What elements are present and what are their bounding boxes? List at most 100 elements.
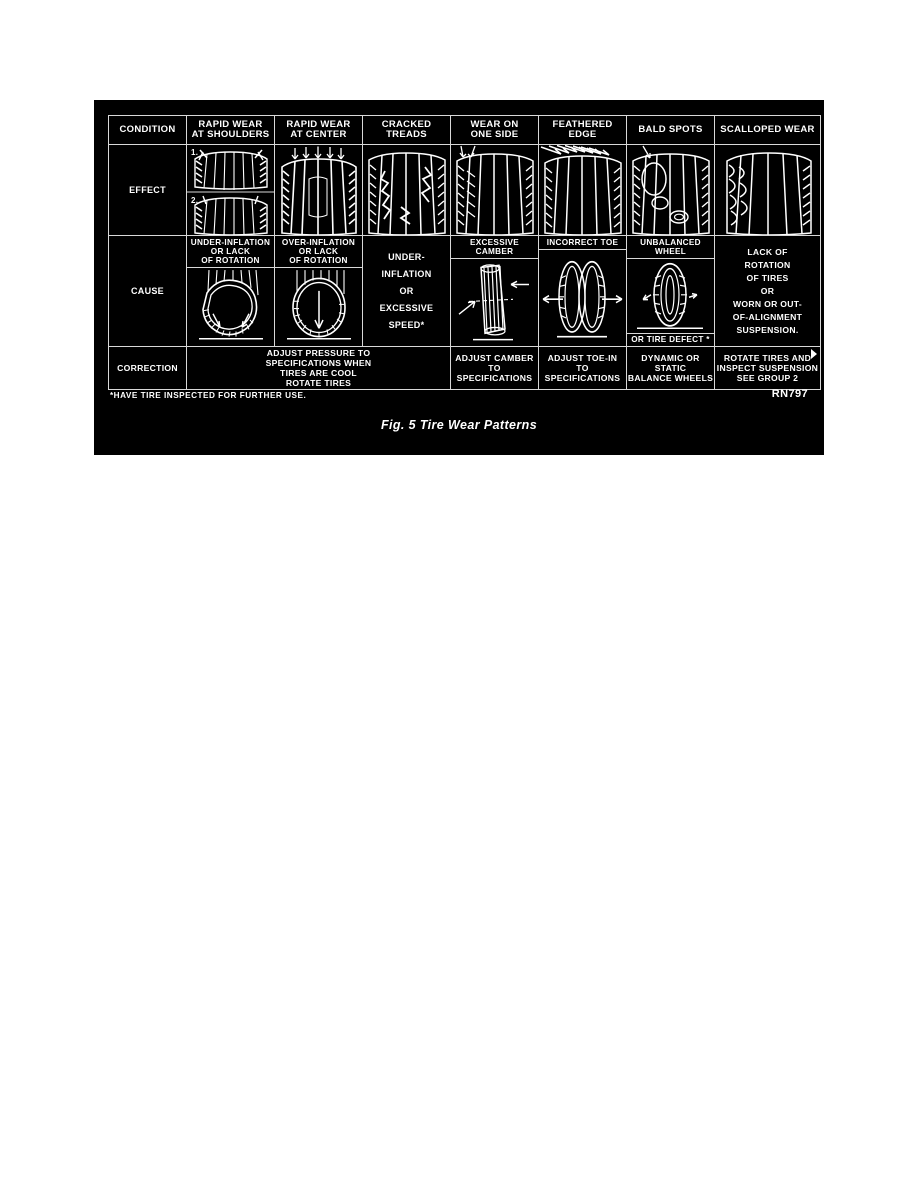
correction-line: TO [488, 363, 501, 373]
cause-cell-bald-spots: UNBALANCED WHEEL [626, 235, 715, 347]
header-line: ONE SIDE [470, 129, 519, 140]
correction-line: TO [576, 363, 589, 373]
correction-line: SEE GROUP 2 [736, 373, 799, 383]
cause-heading: UNDER-INFLATION OR LACK OF ROTATION [187, 237, 274, 268]
correction-balance-wheels: DYNAMIC OR STATIC BALANCE WHEELS [626, 346, 715, 390]
header-line: AT CENTER [290, 129, 347, 140]
tire-tread-one-side-icon [456, 145, 534, 235]
tire-tread-scalloped-icon [726, 152, 812, 235]
cause-text-line: OF-ALIGNMENT [732, 311, 803, 322]
cause-cell-wear-on-one-side: EXCESSIVE CAMBER [450, 235, 539, 347]
table-cause-row: CAUSE UNDER-INFLATION OR LACK OF ROTATIO… [108, 235, 821, 347]
correction-line: BALANCE WHEELS [627, 373, 714, 383]
cause-cell-cracked-treads: UNDER-INFLATION OR EXCESSIVE SPEED* [362, 235, 451, 347]
tire-toe-icon [542, 260, 623, 338]
effect-illustration-wear-on-one-side [450, 144, 539, 236]
tire-unbalanced-wheel-icon [637, 262, 703, 330]
effect-illustration-rapid-wear-at-shoulders: 1. 2. [186, 144, 275, 236]
cause-text: LACK OF ROTATION OF TIRES OR WORN OR OUT… [716, 242, 820, 341]
correction-line: ADJUST TOE-IN [547, 353, 618, 363]
correction-line: ADJUST PRESSURE TO [266, 348, 371, 358]
header-cracked-treads: CRACKED TREADS [362, 115, 451, 145]
tire-tread-center-icon [281, 146, 357, 235]
figure-code: RN797 [771, 388, 808, 400]
effect-label-1: 1. [191, 148, 198, 157]
header-line: WEAR ON [470, 118, 519, 130]
cause-text-line: OF TIRES [746, 272, 789, 283]
correction-adjust-camber: ADJUST CAMBER TO SPECIFICATIONS [450, 346, 539, 390]
header-bald-spots: BALD SPOTS [626, 115, 715, 145]
header-line: RAPID WEAR [286, 118, 351, 130]
header-wear-on-one-side: WEAR ON ONE SIDE [450, 115, 539, 145]
cause-text-line: LACK OF [747, 246, 788, 257]
tire-camber-icon [458, 264, 529, 341]
cause-text-line: UNDER-INFLATION [381, 251, 432, 279]
row-label-cause: CAUSE [108, 235, 187, 347]
cause-heading-line: UNDER-INFLATION [190, 238, 271, 247]
cause-heading: OVER-INFLATION OR LACK OF ROTATION [275, 237, 362, 268]
cause-heading-line: OVER-INFLATION [281, 238, 356, 247]
cause-heading: INCORRECT TOE [539, 237, 626, 250]
cause-heading-line: INCORRECT TOE [546, 238, 619, 247]
correction-rotate-tires: ROTATE TIRES AND INSPECT SUSPENSION SEE … [714, 346, 821, 390]
effect-label-2: 2. [191, 196, 198, 205]
header-line: BALD SPOTS [638, 123, 703, 135]
tire-tread-feathered-icon [540, 145, 622, 235]
figure-panel: CONDITION RAPID WEAR AT SHOULDERS RAPID … [94, 100, 824, 455]
cause-heading-line: WHEEL [654, 247, 687, 256]
table-header-row: CONDITION RAPID WEAR AT SHOULDERS RAPID … [108, 115, 821, 145]
effect-illustration-cracked-treads [362, 144, 451, 236]
correction-line: ROTATE TIRES AND [723, 353, 812, 363]
figure-footnote: *HAVE TIRE INSPECTED FOR FURTHER USE. [110, 391, 307, 400]
header-rapid-wear-at-center: RAPID WEAR AT CENTER [274, 115, 363, 145]
figure-caption: Fig. 5 Tire Wear Patterns [380, 418, 538, 432]
correction-adjust-toe-in: ADJUST TOE-IN TO SPECIFICATIONS [538, 346, 627, 390]
header-feathered-edge: FEATHERED EDGE [538, 115, 627, 145]
cause-heading: UNBALANCED WHEEL [627, 237, 714, 259]
correction-line: STATIC [654, 363, 687, 373]
correction-line: DYNAMIC OR [641, 353, 700, 363]
correction-line: SPECIFICATIONS [544, 373, 621, 383]
header-line: SCALLOPED WEAR [720, 123, 815, 135]
correction-line: ADJUST CAMBER [455, 353, 534, 363]
table-effect-row: EFFECT 1. [108, 144, 821, 236]
cause-heading-line: OR LACK [210, 247, 251, 256]
cause-heading-line: OR LACK [298, 247, 339, 256]
effect-illustration-rapid-wear-at-center [274, 144, 363, 236]
cause-heading-line: UNBALANCED [640, 238, 701, 247]
tire-tread-cracked-icon [368, 152, 446, 235]
tire-wear-table: CONDITION RAPID WEAR AT SHOULDERS RAPID … [108, 115, 821, 390]
cause-footer: OR TIRE DEFECT * [627, 333, 714, 346]
header-line: AT SHOULDERS [191, 129, 270, 140]
cause-heading-line: OF ROTATION [289, 256, 348, 265]
correction-line: INSPECT SUSPENSION [716, 363, 819, 373]
correction-adjust-pressure: ADJUST PRESSURE TO SPECIFICATIONS WHEN T… [186, 346, 451, 390]
corner-tick-mark [811, 349, 817, 359]
header-line: FEATHERED EDGE [552, 118, 613, 140]
cause-cell-scalloped-wear: LACK OF ROTATION OF TIRES OR WORN OR OUT… [714, 235, 821, 347]
table-correction-row: CORRECTION ADJUST PRESSURE TO SPECIFICAT… [108, 346, 821, 390]
correction-line: SPECIFICATIONS [456, 373, 533, 383]
cause-text-line: OR [399, 285, 414, 296]
cause-text-line: WORN OR OUT- [732, 298, 802, 309]
row-label-correction: CORRECTION [108, 346, 187, 390]
cause-cell-feathered-edge: INCORRECT TOE [538, 235, 627, 347]
effect-illustration-scalloped-wear [714, 144, 821, 236]
cause-cell-rapid-wear-at-shoulders: UNDER-INFLATION OR LACK OF ROTATION [186, 235, 275, 347]
cause-text-line: EXCESSIVE SPEED* [379, 302, 434, 330]
header-line: CRACKED TREADS [381, 118, 432, 140]
tire-cross-section-overinflated-icon [287, 270, 351, 340]
cause-text-line: OR [760, 285, 775, 296]
cause-cell-rapid-wear-at-center: OVER-INFLATION OR LACK OF ROTATION [274, 235, 363, 347]
header-line: RAPID WEAR [198, 118, 263, 130]
row-label-effect: EFFECT [108, 144, 187, 236]
correction-line: TIRES ARE COOL [280, 368, 357, 378]
tire-tread-shoulders-icon: 1. 2. [187, 148, 274, 235]
tire-tread-bald-spots-icon [632, 145, 710, 235]
correction-line: ROTATE TIRES [285, 378, 352, 388]
cause-text-line: ROTATION [744, 259, 791, 270]
tire-cross-section-underinflated-icon [199, 270, 263, 340]
correction-line: SPECIFICATIONS WHEN [265, 358, 372, 368]
effect-illustration-bald-spots [626, 144, 715, 236]
cause-heading-line: OF ROTATION [201, 256, 260, 265]
